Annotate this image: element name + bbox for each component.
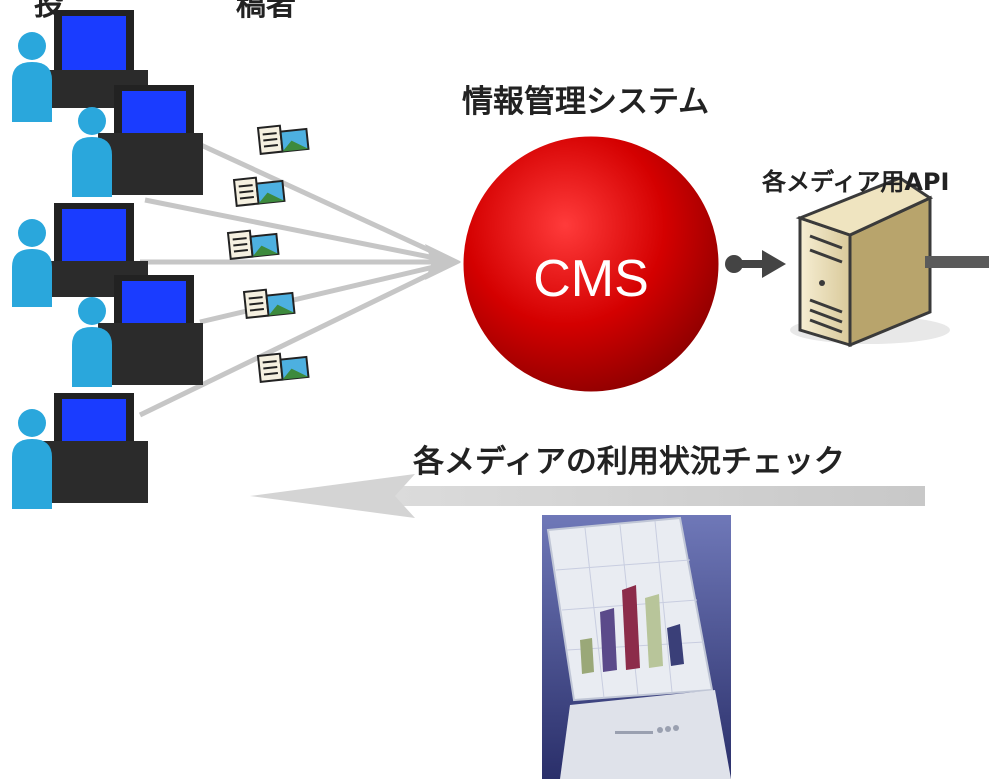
- document-with-photo-icon: [232, 176, 286, 207]
- cms-label: CMS: [533, 250, 649, 308]
- top-cut-text-right: 稿者: [236, 0, 296, 23]
- input-arrowhead: [425, 244, 462, 280]
- monitor-bar-chart-icon: [542, 515, 731, 779]
- server-icon: [790, 176, 950, 348]
- document-with-photo-icon: [256, 352, 310, 383]
- person-at-computer-icon: [12, 203, 148, 307]
- system-title: 情報管理システム: [462, 84, 710, 120]
- cms-to-api-connector: [725, 250, 786, 278]
- cms-circle: [460, 133, 722, 395]
- api-title: 各メディア用API: [762, 168, 950, 196]
- usage-check-label: 各メディアの利用状況チェック: [413, 444, 845, 480]
- person-at-computer-icon: [12, 393, 148, 509]
- usage-feedback-arrow: [250, 474, 925, 518]
- document-with-photo-icon: [226, 229, 280, 260]
- person-at-computer-icon: [72, 275, 203, 387]
- person-at-computer-icon: [72, 85, 203, 197]
- input-lines: [138, 137, 457, 418]
- document-with-photo-icon: [242, 288, 296, 319]
- document-with-photo-icon: [256, 124, 310, 155]
